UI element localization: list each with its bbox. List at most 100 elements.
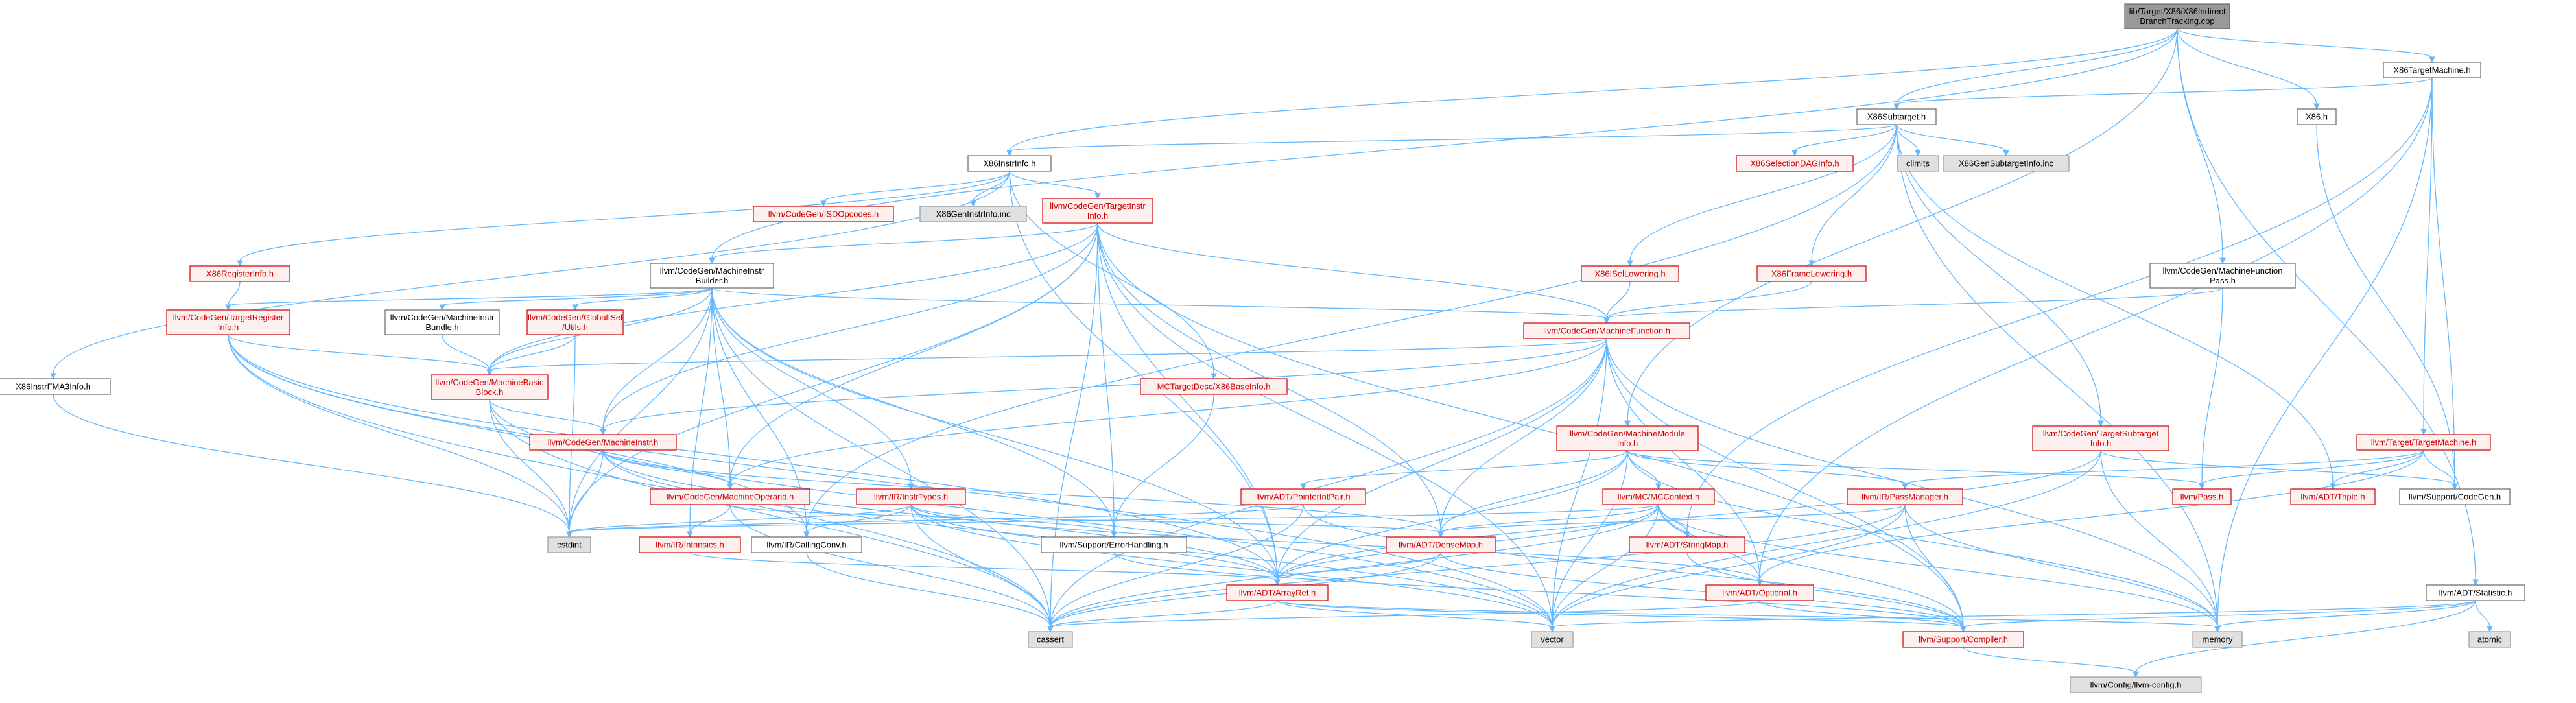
edge-targetinstrinfo-to-machineinstrbuilder bbox=[709, 222, 1098, 265]
node-statistic[interactable]: llvm/ADT/Statistic.h bbox=[2426, 584, 2525, 601]
node-box bbox=[431, 374, 549, 400]
node-x86h[interactable]: X86.h bbox=[2297, 108, 2337, 125]
edge-root-to-machinefunctionpass bbox=[2177, 28, 2226, 265]
node-passmanager[interactable]: llvm/IR/PassManager.h bbox=[1847, 488, 1963, 505]
node-errorhandling[interactable]: llvm/Support/ErrorHandling.h bbox=[1041, 536, 1187, 553]
edge-line bbox=[711, 287, 912, 485]
node-box bbox=[751, 536, 862, 553]
edge-line bbox=[1759, 77, 2433, 581]
node-isdopcodes[interactable]: llvm/CodeGen/ISDOpcodes.h bbox=[753, 206, 894, 222]
node-supportcodegen[interactable]: llvm/Support/CodeGen.h bbox=[2399, 488, 2511, 505]
node-instrtypes[interactable]: llvm/IR/InstrTypes.h bbox=[856, 488, 966, 505]
node-machinefunction[interactable]: llvm/CodeGen/MachineFunction.h bbox=[1523, 322, 1690, 339]
node-label-line: llvm/CodeGen/TargetInstr bbox=[1050, 201, 1146, 211]
node-label-line: llvm/CodeGen/MachineFunction.h bbox=[1543, 326, 1670, 336]
edge-line bbox=[1277, 338, 1607, 581]
edge-arrowhead bbox=[803, 531, 810, 538]
edge-line bbox=[1552, 338, 1607, 628]
node-label-line: /Utils.h bbox=[562, 322, 588, 332]
node-machineoperand[interactable]: llvm/CodeGen/MachineOperand.h bbox=[650, 488, 810, 505]
edge-arrowhead bbox=[1902, 483, 1908, 490]
edge-line bbox=[1627, 28, 2178, 422]
node-arrayref[interactable]: llvm/ADT/ArrayRef.h bbox=[1226, 584, 1329, 601]
edge-line bbox=[239, 171, 1010, 262]
node-root[interactable]: lib/Target/X86/X86IndirectBranchTracking… bbox=[2124, 3, 2230, 29]
node-callingconv[interactable]: llvm/IR/CallingConv.h bbox=[751, 536, 862, 553]
edge-line bbox=[1896, 124, 2101, 422]
node-x86targetmachine[interactable]: X86TargetMachine.h bbox=[2383, 62, 2481, 78]
edge-line bbox=[1552, 600, 2476, 628]
edge-targetregisterinfo-to-callingconv bbox=[228, 334, 810, 538]
node-label-line: llvm/CodeGen/MachineFunction bbox=[2163, 266, 2283, 276]
node-label-line: Info.h bbox=[1617, 438, 1638, 448]
node-label-line: X86SelectionDAGInfo.h bbox=[1750, 159, 1839, 169]
node-label-line: Block.h bbox=[476, 387, 504, 397]
node-climits: climits bbox=[1897, 155, 1939, 172]
edge-passmanager-to-compiler bbox=[1904, 504, 1967, 633]
node-triple[interactable]: llvm/ADT/Triple.h bbox=[2290, 488, 2376, 505]
edge-arrowhead bbox=[1624, 420, 1631, 427]
edge-arrowhead bbox=[1808, 260, 1815, 267]
node-x86instrinfo[interactable]: X86InstrInfo.h bbox=[967, 155, 1052, 172]
edge-line bbox=[569, 287, 713, 533]
edge-line bbox=[1050, 600, 1760, 628]
edge-line bbox=[711, 28, 2178, 259]
node-x86registerinfo[interactable]: X86RegisterInfo.h bbox=[189, 265, 290, 282]
node-x86framelowering[interactable]: X86FrameLowering.h bbox=[1756, 265, 1867, 282]
node-box bbox=[2070, 676, 2202, 693]
edge-arrowhead bbox=[1627, 260, 1633, 267]
edge-line bbox=[1552, 504, 1906, 628]
node-globaliselutils[interactable]: llvm/CodeGen/GlobalISel/Utils.h bbox=[526, 309, 624, 335]
edge-line bbox=[1277, 600, 2218, 628]
edge-line bbox=[1896, 77, 2433, 105]
edge-line bbox=[1440, 450, 1628, 533]
edge-targetmachineh-to-pass bbox=[2199, 449, 2424, 490]
node-x86selectiondaginfo[interactable]: X86SelectionDAGInfo.h bbox=[1736, 155, 1854, 172]
edge-line bbox=[602, 287, 713, 431]
node-label-line: X86InstrFMA3Info.h bbox=[16, 382, 91, 392]
edge-line bbox=[711, 287, 1051, 628]
node-x86baseinfo[interactable]: MCTargetDesc/X86BaseInfo.h bbox=[1140, 378, 1288, 395]
node-intrinsics[interactable]: llvm/IR/Intrinsics.h bbox=[639, 536, 741, 553]
edge-arrowhead bbox=[2214, 626, 2221, 633]
node-x86isellowering[interactable]: X86ISelLowering.h bbox=[1581, 265, 1679, 282]
edge-line bbox=[1606, 338, 2218, 628]
edge-line bbox=[1440, 552, 1964, 628]
node-label-line: Info.h bbox=[1087, 211, 1109, 220]
edge-x86subtarget-to-targetsubtargetinfo bbox=[1896, 124, 2104, 427]
node-densemap[interactable]: llvm/ADT/DenseMap.h bbox=[1386, 536, 1496, 553]
node-mccontext[interactable]: llvm/MC/MCContext.h bbox=[1602, 488, 1715, 505]
edge-arrowhead bbox=[600, 429, 606, 436]
node-label-line: cassert bbox=[1037, 635, 1064, 645]
node-pass[interactable]: llvm/Pass.h bbox=[2172, 488, 2232, 505]
node-x86subtarget[interactable]: X86Subtarget.h bbox=[1856, 108, 1937, 125]
edge-x86subtarget-to-climits bbox=[1896, 124, 1921, 157]
node-pointerintpair[interactable]: llvm/ADT/PointerIntPair.h bbox=[1240, 488, 1366, 505]
node-label-line: llvm/CodeGen/ISDOpcodes.h bbox=[768, 209, 879, 219]
node-label-line: X86TargetMachine.h bbox=[2393, 66, 2470, 75]
edge-statistic-to-llvmconfig bbox=[2133, 600, 2476, 678]
node-machineinstr[interactable]: llvm/CodeGen/MachineInstr.h bbox=[529, 434, 677, 451]
node-label-line: climits bbox=[1906, 159, 1930, 169]
edge-x86targetmachine-to-targetmachineh bbox=[2420, 77, 2433, 436]
node-targetmachineh[interactable]: llvm/Target/TargetMachine.h bbox=[2356, 434, 2491, 451]
node-x86instrfma3info[interactable]: X86InstrFMA3Info.h bbox=[0, 378, 111, 395]
node-box bbox=[166, 309, 290, 335]
node-llvmconfig: llvm/Config/llvm-config.h bbox=[2070, 676, 2202, 693]
node-stringmap[interactable]: llvm/ADT/StringMap.h bbox=[1629, 536, 1745, 553]
node-optional[interactable]: llvm/ADT/Optional.h bbox=[1705, 584, 1814, 601]
edge-arrowhead bbox=[1603, 317, 1610, 324]
node-compiler[interactable]: llvm/Support/Compiler.h bbox=[1902, 631, 2024, 648]
node-label-line: llvm/ADT/PointerIntPair.h bbox=[1256, 492, 1350, 502]
node-box bbox=[1523, 322, 1690, 339]
edge-line bbox=[2177, 28, 2317, 105]
